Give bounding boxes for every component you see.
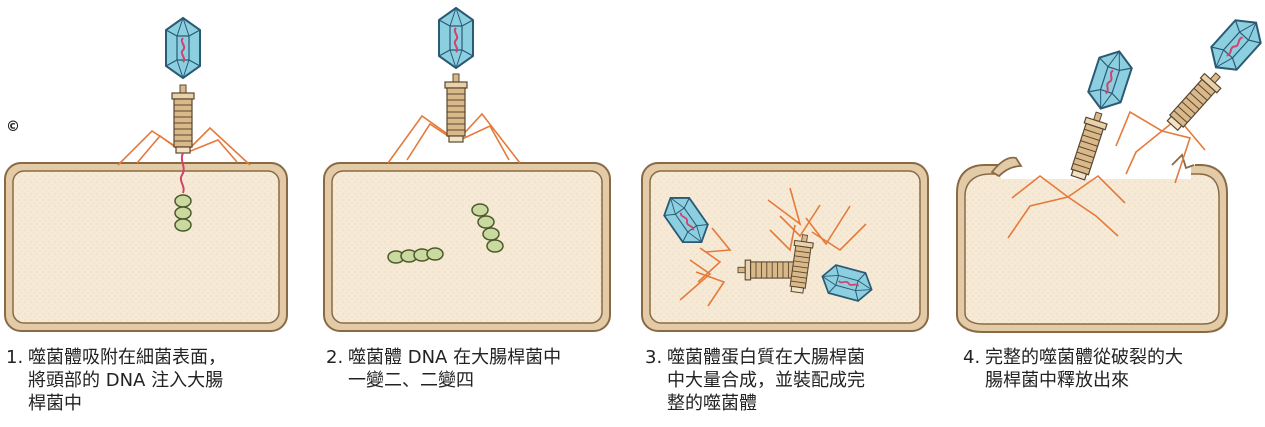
phage-head-2 [439, 8, 473, 68]
bacterium-cell-1 [5, 163, 287, 331]
phage-released-4b [1116, 11, 1265, 183]
caption-step-3: 3. 噬菌體蛋白質在大腸桿菌 中大量合成，並裝配成完 整的噬菌體 [645, 346, 935, 415]
bacterium-cell-2 [324, 163, 610, 331]
caption-line: 噬菌體蛋白質在大腸桿菌 [645, 346, 935, 369]
phage-head-4b [1203, 11, 1265, 78]
caption-line: 桿菌中 [6, 392, 296, 415]
panel-1-adsorption [5, 18, 287, 331]
phage-head-4a [1085, 46, 1136, 114]
caption-line: 噬菌體 DNA 在大腸桿菌中 [326, 346, 616, 369]
caption-line: 腸桿菌中釋放出來 [963, 369, 1253, 392]
caption-number: 2. [326, 346, 343, 369]
caption-line: 將頭部的 DNA 注入大腸 [6, 369, 296, 392]
caption-line: 中大量合成，並裝配成完 [645, 369, 935, 392]
panel-2-dna-replication [324, 8, 610, 331]
caption-line: 完整的噬菌體從破裂的大 [963, 346, 1253, 369]
caption-number: 3. [645, 346, 662, 369]
caption-line: 整的噬菌體 [645, 392, 935, 415]
caption-step-4: 4. 完整的噬菌體從破裂的大 腸桿菌中釋放出來 [963, 346, 1253, 392]
copyright-mark: © [4, 118, 22, 136]
bacterium-cell-3 [642, 163, 928, 331]
caption-step-1: 1. 噬菌體吸附在細菌表面， 將頭部的 DNA 注入大腸 桿菌中 [6, 346, 296, 415]
caption-number: 1. [6, 346, 23, 369]
phage-empty-2 [388, 8, 520, 163]
phage-head-1 [166, 18, 200, 78]
caption-number: 4. [963, 346, 980, 369]
panel-4-release [957, 11, 1265, 332]
caption-line: 噬菌體吸附在細菌表面， [6, 346, 296, 369]
phage-tail-3a [738, 260, 799, 280]
panel-3-protein-synthesis [642, 163, 928, 331]
caption-step-2: 2. 噬菌體 DNA 在大腸桿菌中 一變二、二變四 [326, 346, 616, 392]
bacterium-cell-4-ruptured [957, 155, 1227, 332]
phage-dna-circles-1 [175, 195, 191, 231]
caption-line: 一變二、二變四 [326, 369, 616, 392]
